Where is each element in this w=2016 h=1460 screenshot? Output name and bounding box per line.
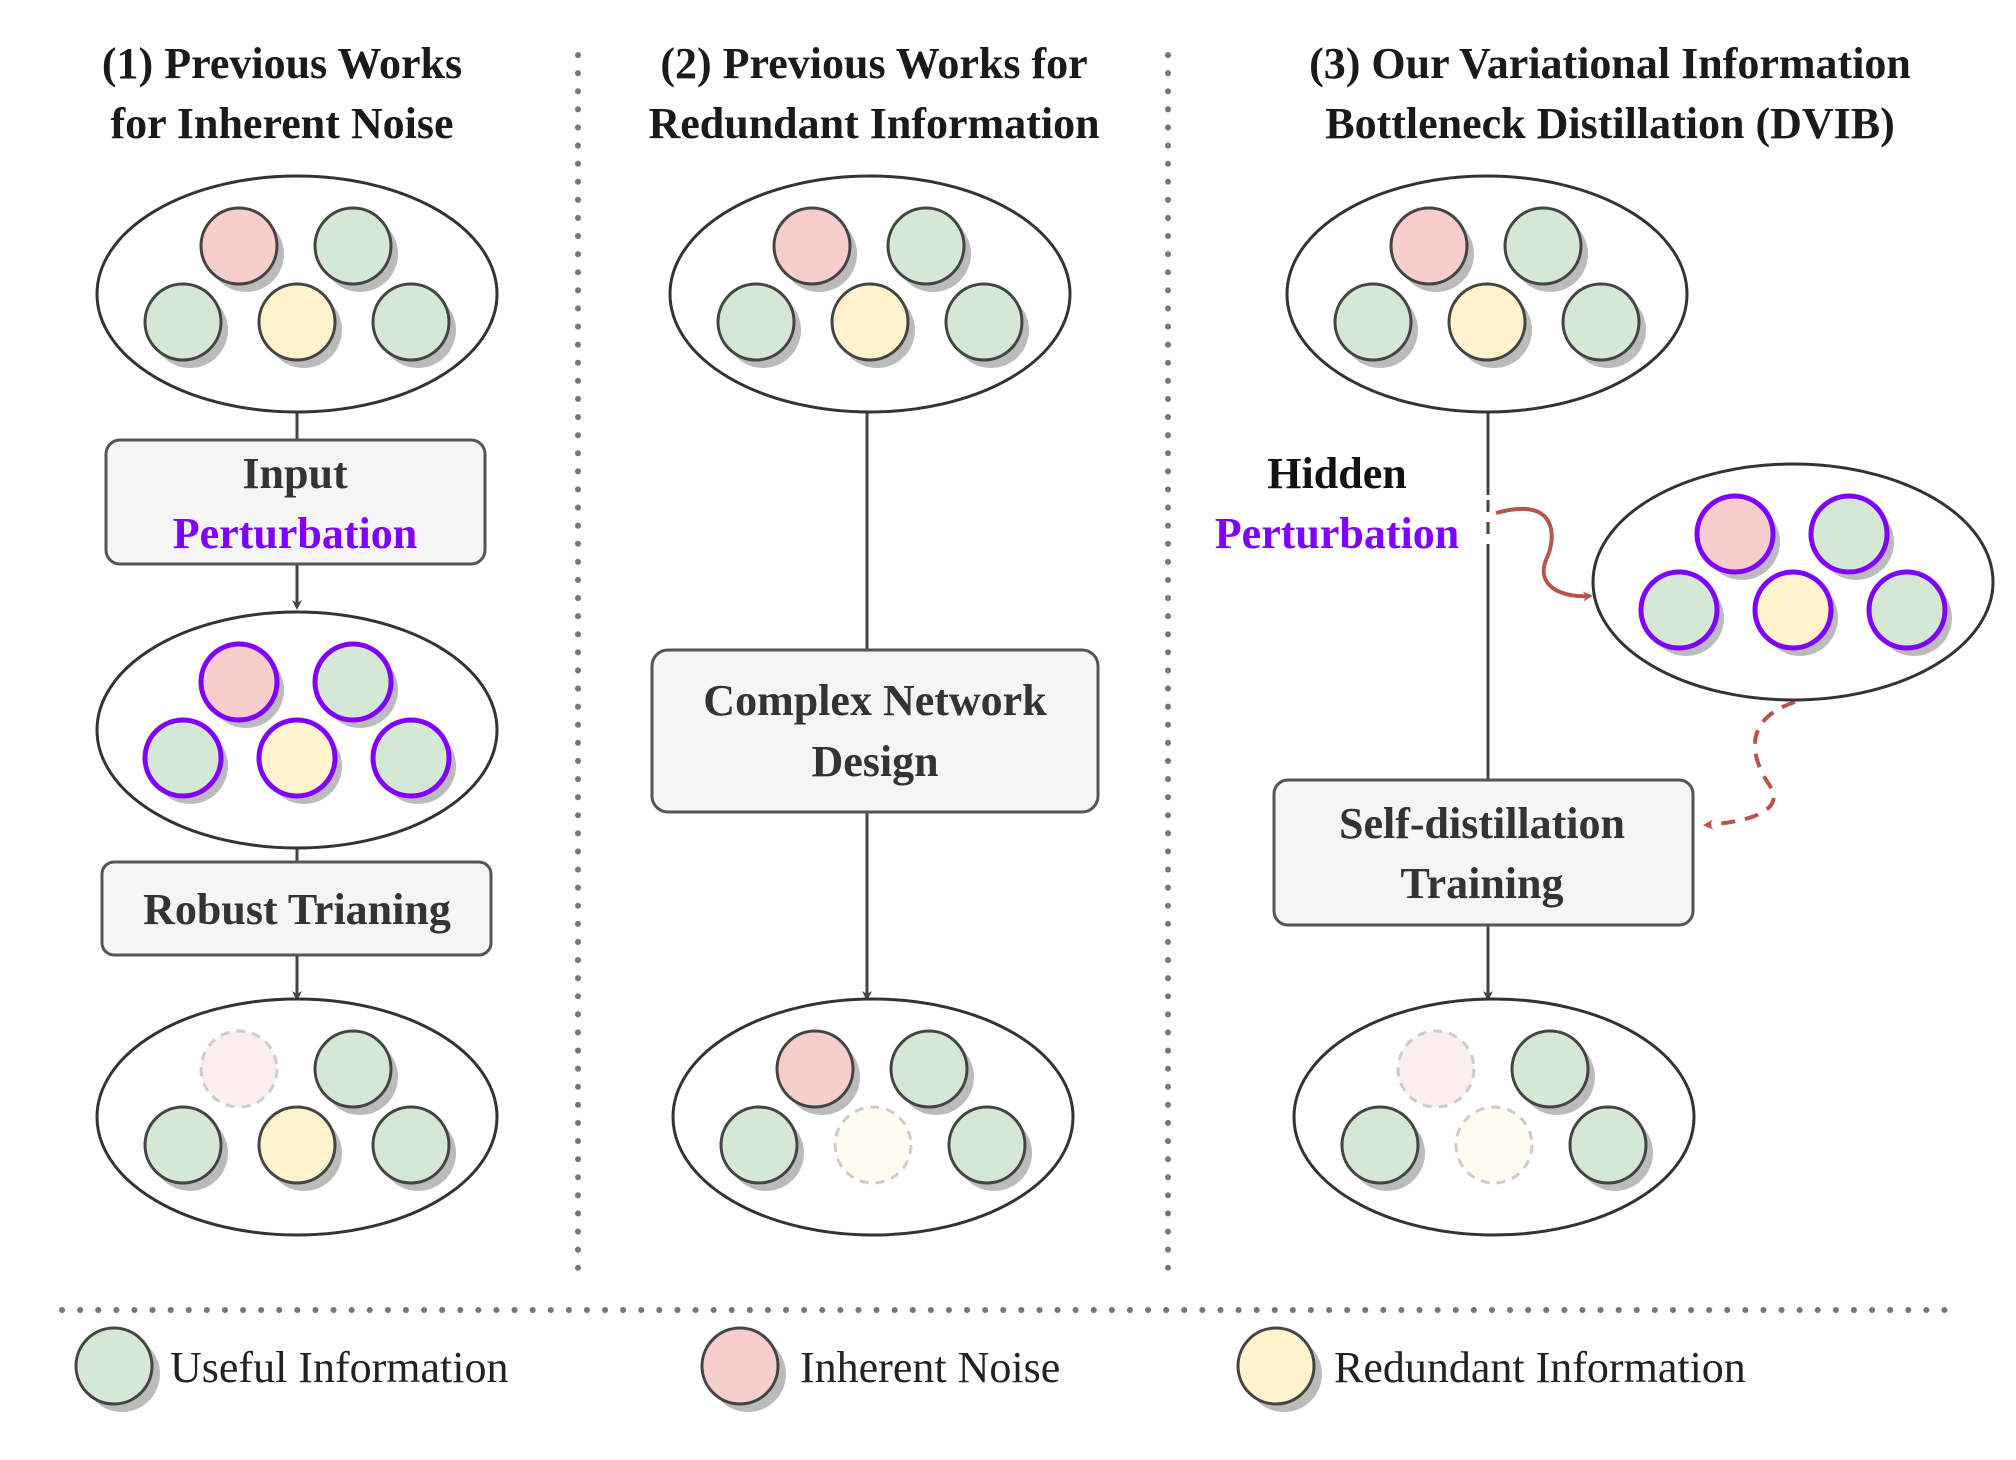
legend-redundant: Redundant Information bbox=[1236, 1326, 1746, 1412]
p2-input-set-useful-circle-2 bbox=[716, 282, 796, 362]
p3-hidden-set-redundant-circle-3 bbox=[1752, 569, 1834, 651]
legend-useful-label: Useful Information bbox=[170, 1343, 508, 1392]
panel-2-title-line1: (2) Previous Works for bbox=[660, 39, 1087, 88]
p2-input-set-useful-circle-4 bbox=[944, 282, 1024, 362]
p2-output-set-useful-circle-1 bbox=[889, 1029, 969, 1109]
p3-output-set-redundant-circle-3-removed bbox=[1454, 1105, 1534, 1185]
p2-output-set bbox=[671, 997, 1075, 1237]
information-sets bbox=[95, 174, 1995, 1237]
p1-perturbed-set-useful-circle-2 bbox=[142, 717, 224, 799]
legend-useful-swatch bbox=[74, 1326, 154, 1406]
p2-output-set-useful-circle-4 bbox=[947, 1105, 1027, 1185]
p3-input-set bbox=[1285, 174, 1689, 414]
hidden-perturbation-line2: Perturbation bbox=[1215, 509, 1459, 558]
p3-hidden-set-noise-circle-0 bbox=[1694, 493, 1776, 575]
p1-output-set-noise-circle-0-removed bbox=[199, 1029, 279, 1109]
p2-output-set-useful-circle-2 bbox=[719, 1105, 799, 1185]
complex-network-line1: Complex Network bbox=[703, 676, 1047, 725]
complex-network-line2: Design bbox=[811, 737, 938, 786]
legend-noise-swatch bbox=[700, 1326, 780, 1406]
panel-1-title-line2: for Inherent Noise bbox=[110, 99, 453, 148]
complex-network-box: Complex Network Design bbox=[650, 648, 1100, 814]
robust-training-box: Robust Trianing bbox=[100, 860, 493, 957]
panel-3-title-line2: Bottleneck Distillation (DVIB) bbox=[1325, 99, 1895, 148]
p2-input-set-redundant-circle-3 bbox=[830, 282, 910, 362]
p3-input-set-useful-circle-2 bbox=[1333, 282, 1413, 362]
panel-1-title: (1) Previous Works for Inherent Noise bbox=[102, 39, 462, 148]
p1-input-set-noise-circle-0 bbox=[199, 206, 279, 286]
p3-output-set-noise-circle-0-removed bbox=[1396, 1029, 1476, 1109]
input-perturbation-line1: Input bbox=[242, 449, 348, 498]
hidden-perturbation-arrow bbox=[1495, 506, 1593, 602]
p1-perturbed-set-redundant-circle-3 bbox=[256, 717, 338, 799]
distillation-dashed-arrow bbox=[1703, 700, 1796, 830]
p3-output-set-useful-circle-2 bbox=[1340, 1105, 1420, 1185]
p2-input-set bbox=[668, 174, 1072, 414]
p3-output-set-useful-circle-4 bbox=[1568, 1105, 1648, 1185]
p1-perturbed-set-useful-circle-4 bbox=[370, 717, 452, 799]
p3-output-set-useful-circle-1 bbox=[1510, 1029, 1590, 1109]
p1-input-set bbox=[95, 174, 499, 414]
p3-hidden-set-useful-circle-1 bbox=[1808, 493, 1890, 575]
legend: Useful Information Inherent Noise Redund… bbox=[74, 1326, 1746, 1412]
panel-3-title-line1: (3) Our Variational Information bbox=[1309, 39, 1911, 88]
input-perturbation-line2: Perturbation bbox=[173, 509, 417, 558]
p1-output-set-useful-circle-4 bbox=[371, 1105, 451, 1185]
hidden-perturbation-label: Hidden Perturbation bbox=[1215, 449, 1459, 558]
p1-input-set-useful-circle-4 bbox=[371, 282, 451, 362]
p1-input-set-useful-circle-2 bbox=[143, 282, 223, 362]
p1-perturbed-set-noise-circle-0 bbox=[198, 641, 280, 723]
legend-noise: Inherent Noise bbox=[700, 1326, 1060, 1412]
p3-input-set-redundant-circle-3 bbox=[1447, 282, 1527, 362]
input-perturbation-box: Input Perturbation bbox=[104, 438, 487, 566]
legend-noise-label: Inherent Noise bbox=[800, 1343, 1060, 1392]
panel-2-title: (2) Previous Works for Redundant Informa… bbox=[648, 39, 1099, 148]
p1-input-set-useful-circle-1 bbox=[313, 206, 393, 286]
hidden-perturbation-line1: Hidden bbox=[1267, 449, 1406, 498]
p1-output-set-useful-circle-1 bbox=[313, 1029, 393, 1109]
legend-useful: Useful Information bbox=[74, 1326, 508, 1412]
legend-redundant-label: Redundant Information bbox=[1334, 1343, 1746, 1392]
p2-output-set-redundant-circle-3-removed bbox=[833, 1105, 913, 1185]
panel-3-title: (3) Our Variational Information Bottlene… bbox=[1309, 39, 1911, 148]
p1-perturbed-set-useful-circle-1 bbox=[312, 641, 394, 723]
robust-training-label: Robust Trianing bbox=[143, 885, 451, 934]
p1-perturbed-set bbox=[95, 610, 499, 850]
self-distillation-line2: Training bbox=[1400, 859, 1563, 908]
p2-input-set-noise-circle-0 bbox=[772, 206, 852, 286]
self-distillation-line1: Self-distillation bbox=[1339, 799, 1625, 848]
p2-output-set-noise-circle-0 bbox=[775, 1029, 855, 1109]
p3-input-set-noise-circle-0 bbox=[1389, 206, 1469, 286]
p1-output-set-redundant-circle-3 bbox=[257, 1105, 337, 1185]
self-distillation-box: Self-distillation Training bbox=[1272, 778, 1695, 927]
legend-redundant-swatch bbox=[1236, 1326, 1316, 1406]
panel-1-title-line1: (1) Previous Works bbox=[102, 39, 462, 88]
p3-hidden-set-useful-circle-4 bbox=[1866, 569, 1948, 651]
p3-input-set-useful-circle-1 bbox=[1503, 206, 1583, 286]
p3-hidden-set bbox=[1591, 462, 1995, 702]
p1-output-set bbox=[95, 997, 499, 1237]
p1-output-set-useful-circle-2 bbox=[143, 1105, 223, 1185]
p2-input-set-useful-circle-1 bbox=[886, 206, 966, 286]
p3-input-set-useful-circle-4 bbox=[1561, 282, 1641, 362]
panel-2-title-line2: Redundant Information bbox=[648, 99, 1099, 148]
p3-hidden-set-useful-circle-2 bbox=[1638, 569, 1720, 651]
p3-output-set bbox=[1292, 997, 1696, 1237]
p1-input-set-redundant-circle-3 bbox=[257, 282, 337, 362]
